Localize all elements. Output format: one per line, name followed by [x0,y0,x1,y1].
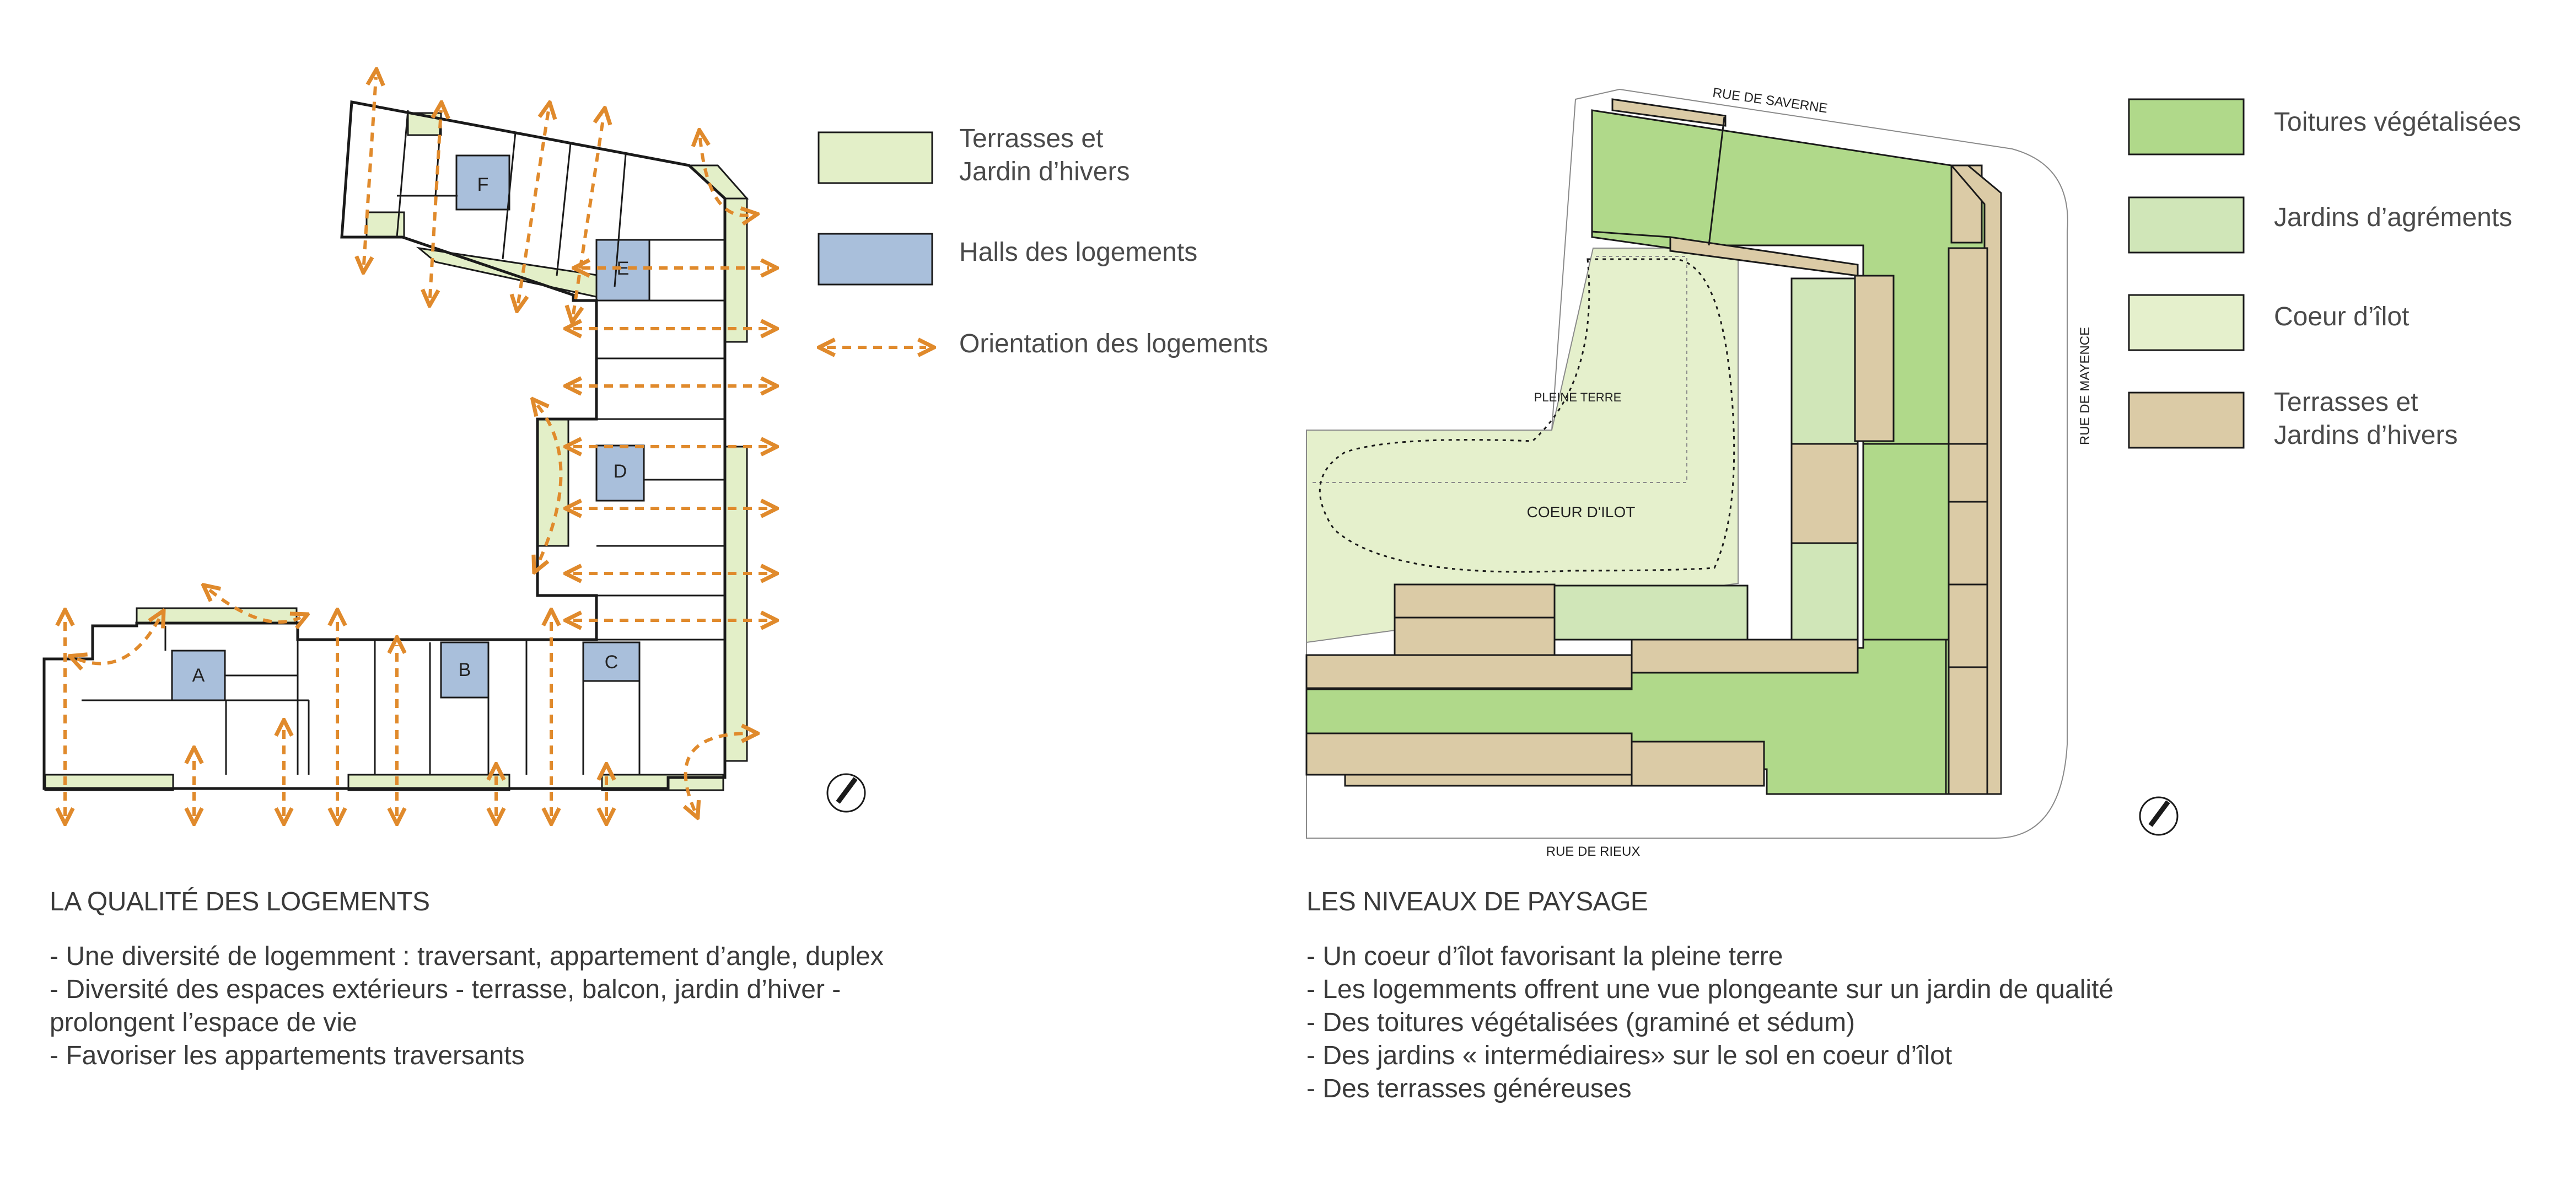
legend-label-terrasses: Terrasses et Jardin d’hivers [959,124,1130,186]
housing-plan: F E D A B C [42,77,866,816]
winter-gardens [1305,98,2002,795]
legend-label-terrasses-hiver: Terrasses et Jardins d’hivers [2274,388,2458,450]
left-bullet-list: - Une diversité de logemment : traversan… [50,940,884,1072]
list-item: - Des terrasses généreuses [1306,1074,1632,1103]
list-item: - Des toitures végétalisées (graminé et … [1306,1008,1856,1037]
orientation-arrows [65,77,769,816]
left-legend [818,131,933,347]
street-east-label: RUE DE MAYENCE [2078,327,2093,445]
landscape-plan: PLEINE TERRE COEUR D'ILOT RUE DE SAVERNE… [1305,85,2179,859]
garden-areas [1552,277,1859,641]
list-item: - Des jardins « intermédiaires» sur le s… [1306,1041,1953,1070]
list-item: - Diversité des espaces extérieurs - ter… [50,975,841,1037]
coeur-ilot-outline [1319,258,1735,573]
coeur-ilot-area [1306,248,1739,643]
list-item: - Une diversité de logemment : traversan… [50,942,884,971]
legend-swatch-coeur [2128,294,2245,351]
pleine-terre-outline [1312,256,1687,483]
hall-label: D [614,461,627,482]
list-item: - Un coeur d’îlot favorisant la pleine t… [1306,942,1783,971]
site-boundary [1306,88,2068,839]
legend-label-coeur: Coeur d’îlot [2274,302,2410,331]
hall-label: B [459,659,471,680]
legend-swatch-terrasses [818,131,933,184]
hall-label: F [477,174,489,195]
roof-lines [1591,116,1985,794]
left-section-title: LA QUALITÉ DES LOGEMENTS [50,887,430,916]
legend-swatch-jardins [2128,196,2245,254]
street-north-label: RUE DE SAVERNE [1712,85,1829,116]
legend-swatch-toitures [2128,98,2245,155]
right-legend [2128,98,2245,449]
hall-label: A [192,665,205,686]
list-item: - Favoriser les appartements traversants [50,1041,525,1070]
legend-swatch-halls [818,233,933,286]
list-item: - Les logemments offrent une vue plongea… [1306,975,2114,1004]
right-bullet-list: - Un coeur d’îlot favorisant la pleine t… [1306,940,2113,1106]
north-arrow-icon [2139,796,2179,836]
right-section-title: LES NIVEAUX DE PAYSAGE [1306,887,1648,916]
coeur-ilot-label: COEUR D'ILOT [1527,503,1636,521]
legend-label-toitures: Toitures végétalisées [2274,108,2521,137]
legend-label-orientation: Orientation des logements [959,329,1268,358]
street-south-label: RUE DE RIEUX [1546,844,1641,859]
legend-label-jardins: Jardins d’agréments [2274,203,2513,232]
hall-label: C [605,652,619,673]
pleine-terre-label: PLEINE TERRE [1534,390,1622,404]
north-arrow-icon [826,773,866,813]
legend-label-halls: Halls des logements [959,238,1198,267]
partitions [82,110,725,775]
legend-swatch-terrasses-hiver [2128,391,2245,449]
